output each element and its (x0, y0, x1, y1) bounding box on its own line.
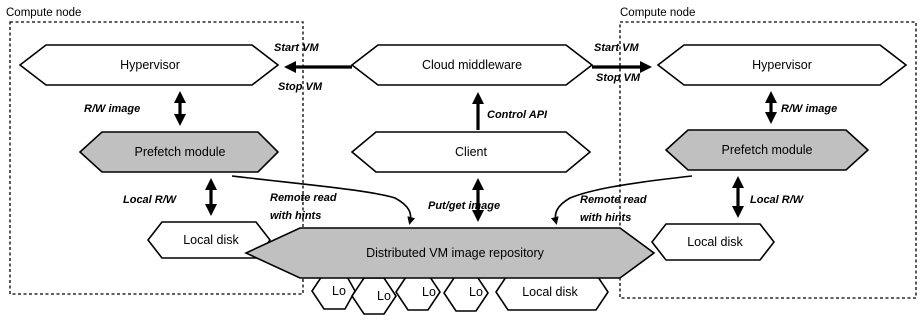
hypervisor-left-label: Hypervisor (120, 58, 180, 72)
local-disk-right: Local disk (650, 223, 776, 261)
compute-node-right-caption: Compute node (620, 7, 695, 19)
stack-disk-2-label: Lo (377, 289, 391, 303)
prefetch-module-right: Prefetch module (664, 129, 870, 171)
start-vm-left-label: Start VM (274, 42, 319, 54)
client-label: Client (455, 145, 487, 159)
remote-read-right-label-2: with hints (580, 212, 631, 224)
distributed-vm-image-repository: Distributed VM image repository (244, 227, 656, 279)
rw-image-left-label: R/W image (84, 103, 140, 115)
control-api-label: Control API (487, 109, 548, 121)
prefetch-module-left: Prefetch module (78, 131, 280, 173)
stop-vm-right-label: Stop VM (596, 72, 641, 84)
rw-image-right-label: R/W image (781, 103, 837, 115)
local-rw-left-label: Local R/W (123, 194, 178, 206)
prefetch-module-right-label: Prefetch module (721, 143, 812, 157)
stack-disk-1-label: Lo (332, 284, 346, 298)
put-get-image-label: Put/get image (428, 200, 500, 212)
cloud-middleware: Cloud middleware (350, 44, 594, 86)
local-disk-right-label: Local disk (687, 235, 743, 249)
start-vm-right-label: Start VM (594, 42, 639, 54)
stack-disk-2: Lo (351, 277, 397, 315)
stack-disk-front-label: Local disk (522, 285, 578, 299)
hypervisor-right: Hypervisor (656, 44, 908, 86)
local-rw-right-label: Local R/W (750, 194, 805, 206)
hypervisor-right-label: Hypervisor (752, 58, 812, 72)
prefetch-module-left-label: Prefetch module (134, 145, 225, 159)
local-disk-left-label: Local disk (183, 233, 239, 247)
remote-read-right-label-1: Remote read (580, 194, 647, 206)
local-disk-left: Local disk (146, 221, 272, 259)
client: Client (350, 131, 592, 173)
stack-disk-4: Lo (443, 274, 489, 312)
stop-vm-left-label: Stop VM (278, 81, 323, 93)
repository-label: Distributed VM image repository (366, 246, 545, 260)
remote-read-left-curve (231, 175, 416, 225)
stack-disk-3-label: Lo (422, 285, 436, 299)
hypervisor-left: Hypervisor (18, 44, 280, 86)
remote-read-left-label-1: Remote read (270, 192, 337, 204)
stack-disk-3: Lo (395, 273, 441, 311)
compute-node-left-frame (9, 21, 304, 295)
stack-disk-4-label: Lo (469, 285, 483, 299)
compute-node-left-caption: Compute node (6, 7, 81, 19)
remote-read-left-label-2: with hints (270, 210, 321, 222)
cloud-middleware-label: Cloud middleware (422, 58, 522, 72)
remote-read-right-curve (550, 175, 693, 225)
stack-disk-front: Local disk (495, 273, 609, 311)
